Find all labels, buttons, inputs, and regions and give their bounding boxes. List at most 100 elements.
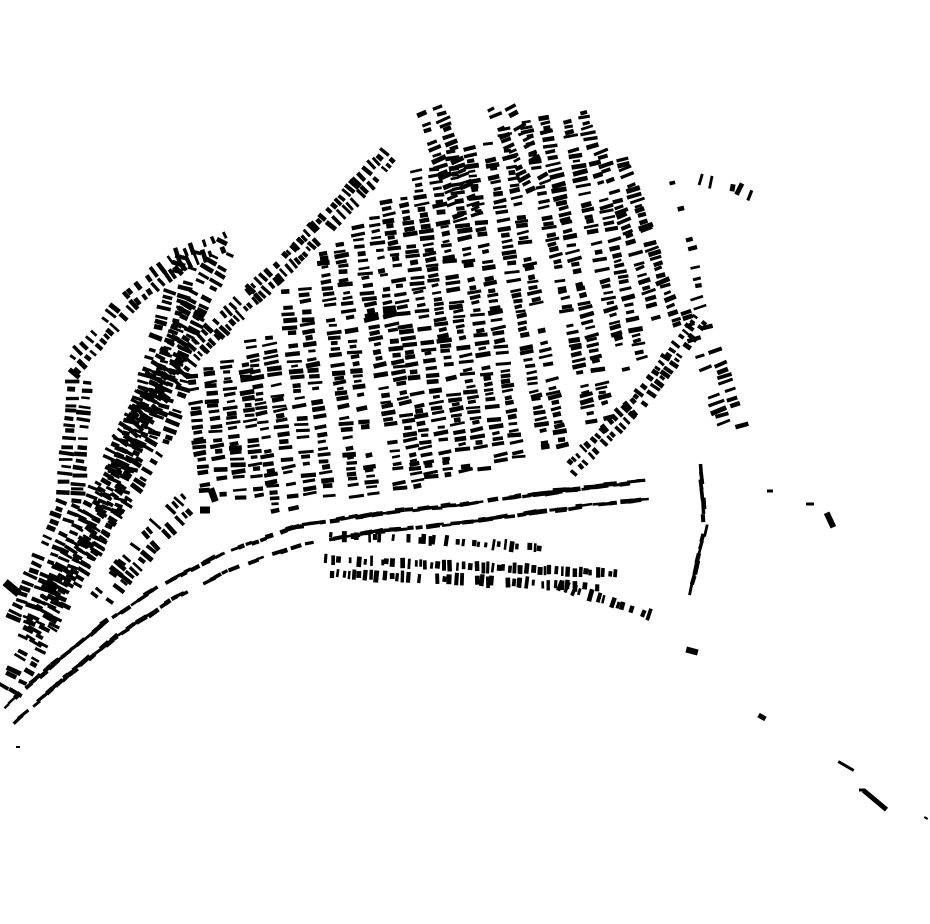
building xyxy=(554,565,559,575)
building xyxy=(589,353,603,361)
building xyxy=(229,449,242,455)
building xyxy=(517,325,528,333)
building xyxy=(244,283,257,295)
building xyxy=(395,283,404,289)
building xyxy=(260,285,272,296)
building xyxy=(572,168,589,177)
building xyxy=(251,296,260,306)
building xyxy=(384,229,397,237)
building xyxy=(60,648,72,659)
building xyxy=(513,201,523,207)
building xyxy=(188,288,199,297)
building xyxy=(363,558,368,565)
building xyxy=(402,230,418,238)
building xyxy=(531,564,537,573)
building xyxy=(277,431,290,438)
building xyxy=(481,264,496,271)
building xyxy=(264,532,274,540)
building xyxy=(375,355,383,361)
building xyxy=(403,225,416,233)
building xyxy=(247,443,260,449)
building xyxy=(338,269,348,275)
building xyxy=(566,329,579,336)
building xyxy=(60,587,70,595)
building xyxy=(69,568,80,576)
building xyxy=(487,292,499,298)
building xyxy=(249,358,260,364)
building xyxy=(219,310,228,319)
building xyxy=(357,258,369,263)
building xyxy=(407,266,422,273)
building xyxy=(333,197,343,207)
building xyxy=(212,317,220,326)
building xyxy=(226,399,236,404)
building xyxy=(434,192,445,198)
building xyxy=(655,276,671,287)
building xyxy=(424,462,433,469)
building xyxy=(477,242,490,249)
building xyxy=(400,196,408,201)
building xyxy=(476,541,481,548)
building xyxy=(394,527,408,532)
building xyxy=(22,570,38,581)
building xyxy=(433,429,449,437)
building xyxy=(478,346,487,351)
building xyxy=(249,373,265,382)
building xyxy=(294,422,309,427)
building xyxy=(483,381,494,387)
building xyxy=(241,362,250,368)
building xyxy=(345,445,354,452)
building xyxy=(261,341,278,348)
building xyxy=(422,560,427,570)
building xyxy=(533,420,550,428)
building xyxy=(329,201,339,210)
building xyxy=(566,255,583,264)
building xyxy=(413,289,424,295)
building xyxy=(210,423,223,430)
building xyxy=(549,171,565,181)
building xyxy=(477,231,488,237)
building xyxy=(422,250,437,258)
building xyxy=(517,239,533,245)
building xyxy=(260,452,275,460)
building xyxy=(466,200,480,208)
building xyxy=(389,252,400,257)
building xyxy=(568,336,581,344)
building xyxy=(609,431,616,439)
building xyxy=(385,162,392,169)
building xyxy=(40,584,55,595)
building xyxy=(417,206,426,212)
building xyxy=(692,313,699,320)
building xyxy=(425,365,438,371)
building xyxy=(149,457,158,466)
building xyxy=(340,516,351,521)
building xyxy=(87,484,103,493)
building xyxy=(356,556,362,568)
building xyxy=(137,379,149,385)
building xyxy=(69,354,77,361)
building xyxy=(83,353,92,362)
building xyxy=(181,334,191,343)
building xyxy=(492,204,507,210)
building xyxy=(321,463,331,470)
building xyxy=(85,493,98,501)
building xyxy=(74,451,88,457)
building xyxy=(456,329,464,334)
building xyxy=(608,320,621,326)
building xyxy=(228,301,238,311)
building xyxy=(533,409,546,416)
building xyxy=(412,482,422,490)
building xyxy=(272,404,287,409)
building xyxy=(616,161,631,169)
building xyxy=(22,619,31,626)
building xyxy=(177,259,185,272)
building xyxy=(488,575,495,586)
building xyxy=(409,259,419,266)
building xyxy=(262,354,279,360)
building xyxy=(275,417,288,423)
building xyxy=(568,342,582,348)
building xyxy=(580,130,596,137)
building xyxy=(465,405,481,410)
building xyxy=(361,275,370,281)
building xyxy=(400,335,417,342)
